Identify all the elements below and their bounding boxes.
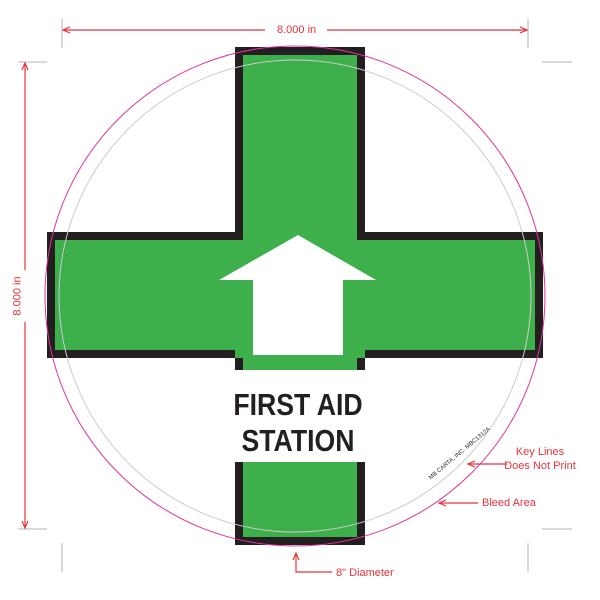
height-dimension-label: 8.000 in: [11, 276, 24, 316]
arrow-up-icon: [219, 235, 376, 355]
dimension-lines: [21, 26, 529, 573]
sign-title-line2: STATION: [241, 423, 355, 458]
bleed-area-callout: Bleed Area: [482, 497, 536, 509]
key-line-circle: [58, 59, 532, 533]
bottom-arm-fill: [243, 462, 357, 537]
text-area: [225, 370, 375, 462]
key-lines-label: Key Lines: [515, 446, 565, 458]
key-lines-callout: Key Lines Does Not Print: [498, 445, 582, 473]
crop-marks: [18, 19, 572, 572]
width-dimension-label: 8.000 in: [277, 24, 317, 36]
bleed-circle: [44, 45, 546, 547]
does-not-print-label: Does Not Print: [504, 460, 576, 472]
sign-title-line1: FIRST AID: [233, 387, 363, 422]
diameter-label: 8" Diameter: [336, 567, 394, 579]
